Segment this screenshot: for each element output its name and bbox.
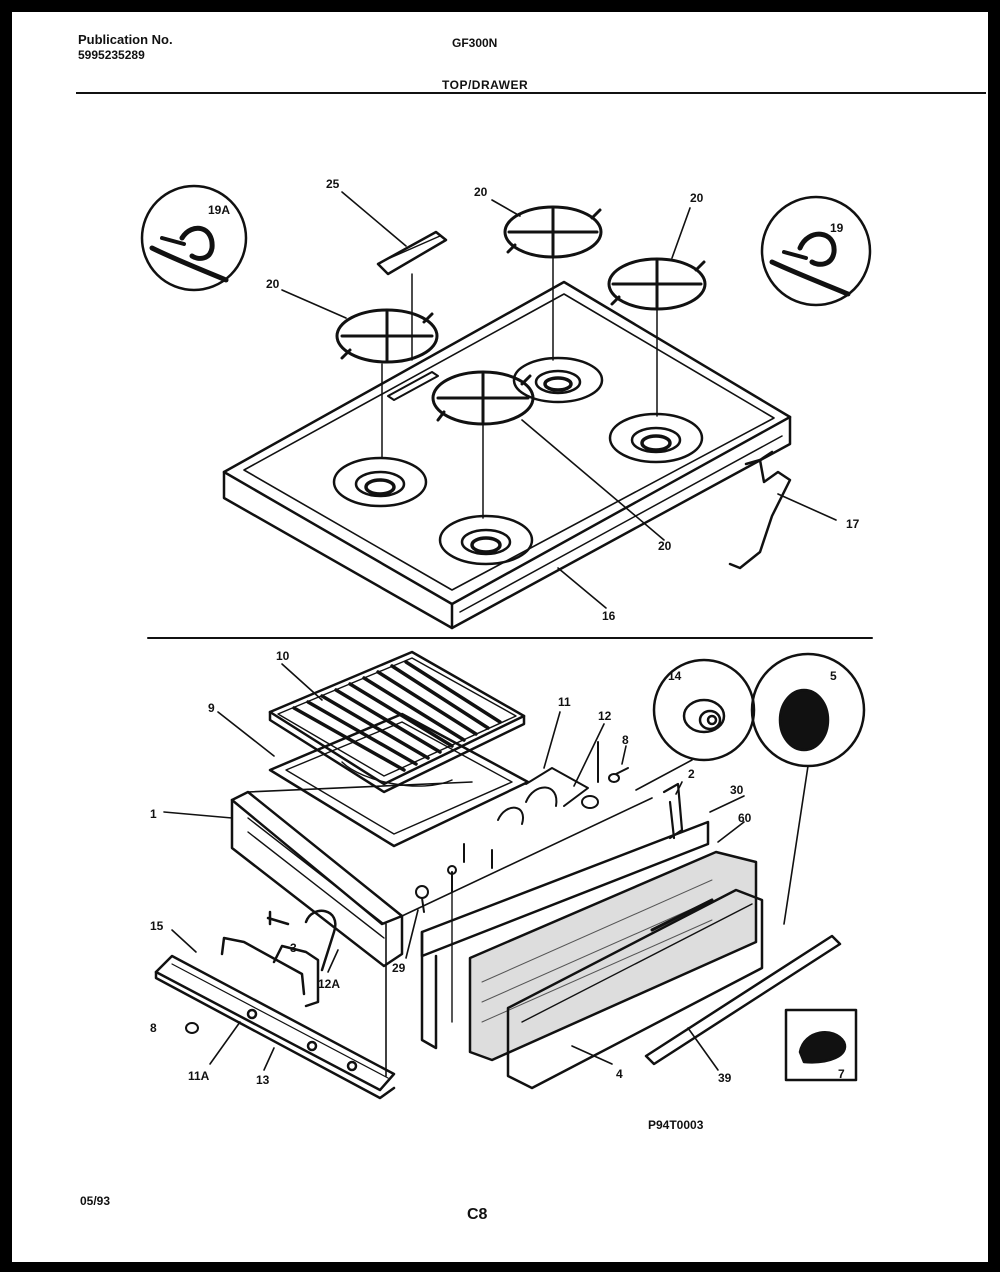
- callout-13: 13: [256, 1073, 270, 1087]
- footer-date: 05/93: [80, 1194, 111, 1208]
- burner-bowl-left: [332, 456, 428, 508]
- callout-15: 15: [150, 919, 164, 933]
- part-39-handle: [644, 934, 842, 1066]
- callout-20-left: 20: [266, 277, 280, 291]
- detail-14: [652, 658, 756, 762]
- parts-diagram-sheet: Publication No. 5995235289 GF300N TOP/DR…: [12, 12, 988, 1262]
- part-2-bracket: [662, 782, 684, 840]
- header-rule: [76, 92, 986, 94]
- callout-11: 11: [558, 695, 571, 709]
- callout-5: 5: [830, 669, 837, 683]
- detail-5: [750, 652, 866, 768]
- part-8-screw-bottom: [185, 1022, 199, 1034]
- callout-4: 4: [616, 1067, 623, 1081]
- callout-3: 3: [290, 941, 297, 955]
- publication-number: 5995235289: [78, 48, 145, 62]
- burner-bowl-front: [438, 514, 534, 566]
- grate-back: [503, 205, 603, 259]
- drawer-panel: [420, 820, 710, 1050]
- part-3-screw: [266, 910, 290, 926]
- callout-20-right: 20: [690, 191, 704, 205]
- part-13-rail: [154, 954, 396, 1100]
- callout-10: 10: [276, 649, 290, 663]
- callout-11a: 11A: [188, 1069, 210, 1083]
- part-11-12-brackets: [463, 767, 599, 869]
- part-25-cap: [376, 230, 448, 276]
- cooktop-panel: [222, 280, 792, 630]
- grate-right: [607, 257, 707, 311]
- callout-12: 12: [598, 709, 612, 723]
- callout-29: 29: [392, 961, 406, 975]
- callout-16: 16: [602, 609, 616, 623]
- grate-center: [431, 370, 535, 426]
- callout-9: 9: [208, 701, 215, 715]
- detail-19: [760, 195, 872, 307]
- callout-2: 2: [688, 767, 695, 781]
- callout-14: 14: [668, 669, 682, 683]
- callout-8-top: 8: [622, 733, 629, 747]
- section-title: TOP/DRAWER: [442, 78, 529, 92]
- part-15-slide: [220, 909, 337, 1008]
- part-1-drawer-body: [230, 781, 653, 968]
- callout-30: 30: [730, 783, 744, 797]
- burner-bowl-back: [512, 356, 604, 404]
- footer-page-number: C8: [467, 1206, 488, 1223]
- callout-39: 39: [718, 1071, 732, 1085]
- callout-7: 7: [838, 1067, 845, 1081]
- callout-20-center: 20: [658, 539, 672, 553]
- callout-17: 17: [846, 517, 860, 531]
- callout-8-bottom: 8: [150, 1021, 157, 1035]
- part-30-insulation: [468, 850, 758, 1062]
- burner-bowl-right: [608, 412, 704, 464]
- part-17-wire: [728, 450, 792, 570]
- part-8-screw-top: [597, 741, 629, 783]
- grate-left: [335, 308, 439, 364]
- callout-12a: 12A: [318, 977, 340, 991]
- exploded-view: 19A 25 20 20 20 20 19 17 16 10 9 11 12 1…: [140, 177, 873, 1100]
- callout-1: 1: [150, 807, 157, 821]
- part-reference-code: P94T0003: [648, 1118, 704, 1132]
- part-29-screw: [415, 885, 429, 913]
- part-4-drawer-front: [506, 888, 764, 1090]
- callout-19a: 19A: [208, 203, 230, 217]
- detail-7: [784, 1008, 858, 1082]
- part-10-broiler-grid: [268, 650, 526, 794]
- model-number: GF300N: [452, 36, 498, 50]
- publication-label: Publication No.: [78, 32, 173, 47]
- detail-19a: [140, 184, 248, 292]
- part-screw-center: [447, 865, 457, 893]
- callout-19: 19: [830, 221, 844, 235]
- callout-25: 25: [326, 177, 340, 191]
- callout-60: 60: [738, 811, 752, 825]
- callout-20-back: 20: [474, 185, 488, 199]
